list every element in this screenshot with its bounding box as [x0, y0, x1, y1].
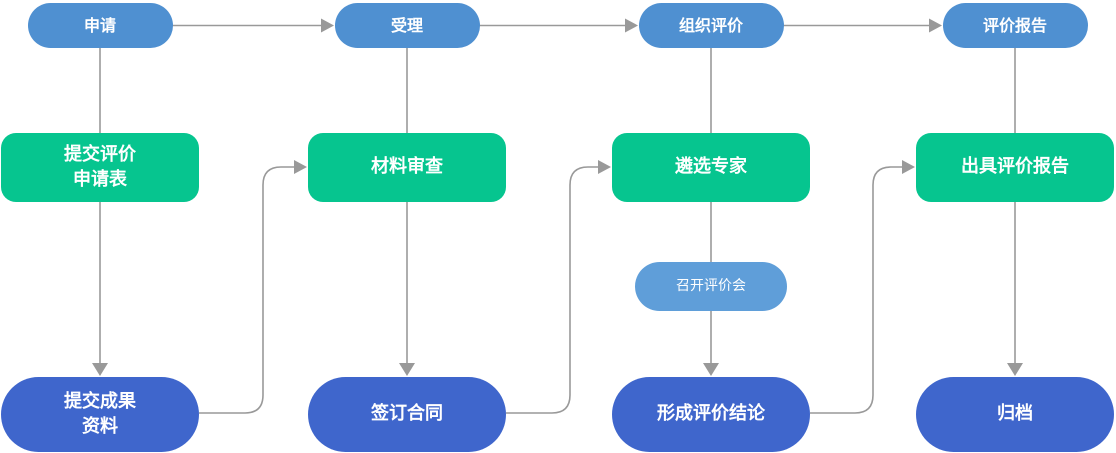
result-sign-contract: 签订合同: [308, 377, 506, 452]
stage-evaluation-report: 评价报告: [942, 3, 1088, 48]
stage-apply: 申请: [27, 3, 173, 48]
result-archive: 归档: [916, 377, 1114, 452]
connector-issue-to-archive: [1007, 202, 1023, 376]
node-hold-evaluation-meeting: 召开评价会: [635, 262, 787, 311]
connector-materials-to-review: [199, 160, 307, 414]
connector-apply-to-accept: [172, 18, 334, 33]
connector-contract-to-experts: [506, 160, 611, 414]
connector-conclusion-to-issue: [810, 160, 915, 414]
process-select-experts: 遴选专家: [612, 133, 810, 202]
connector-organize-to-report: [783, 18, 942, 33]
result-form-evaluation-conclusion: 形成评价结论: [612, 377, 810, 452]
process-issue-evaluation-report: 出具评价报告: [916, 133, 1114, 202]
result-submit-achievement-materials: 提交成果 资料: [1, 377, 199, 452]
connector-review-to-contract: [399, 202, 415, 376]
connector-form-to-materials: [92, 202, 108, 376]
stage-accept: 受理: [334, 3, 480, 48]
connector-accept-to-organize: [479, 18, 638, 33]
process-submit-evaluation-application-form: 提交评价 申请表: [1, 133, 199, 202]
process-material-review: 材料审查: [308, 133, 506, 202]
stage-organize-evaluation: 组织评价: [638, 3, 784, 48]
